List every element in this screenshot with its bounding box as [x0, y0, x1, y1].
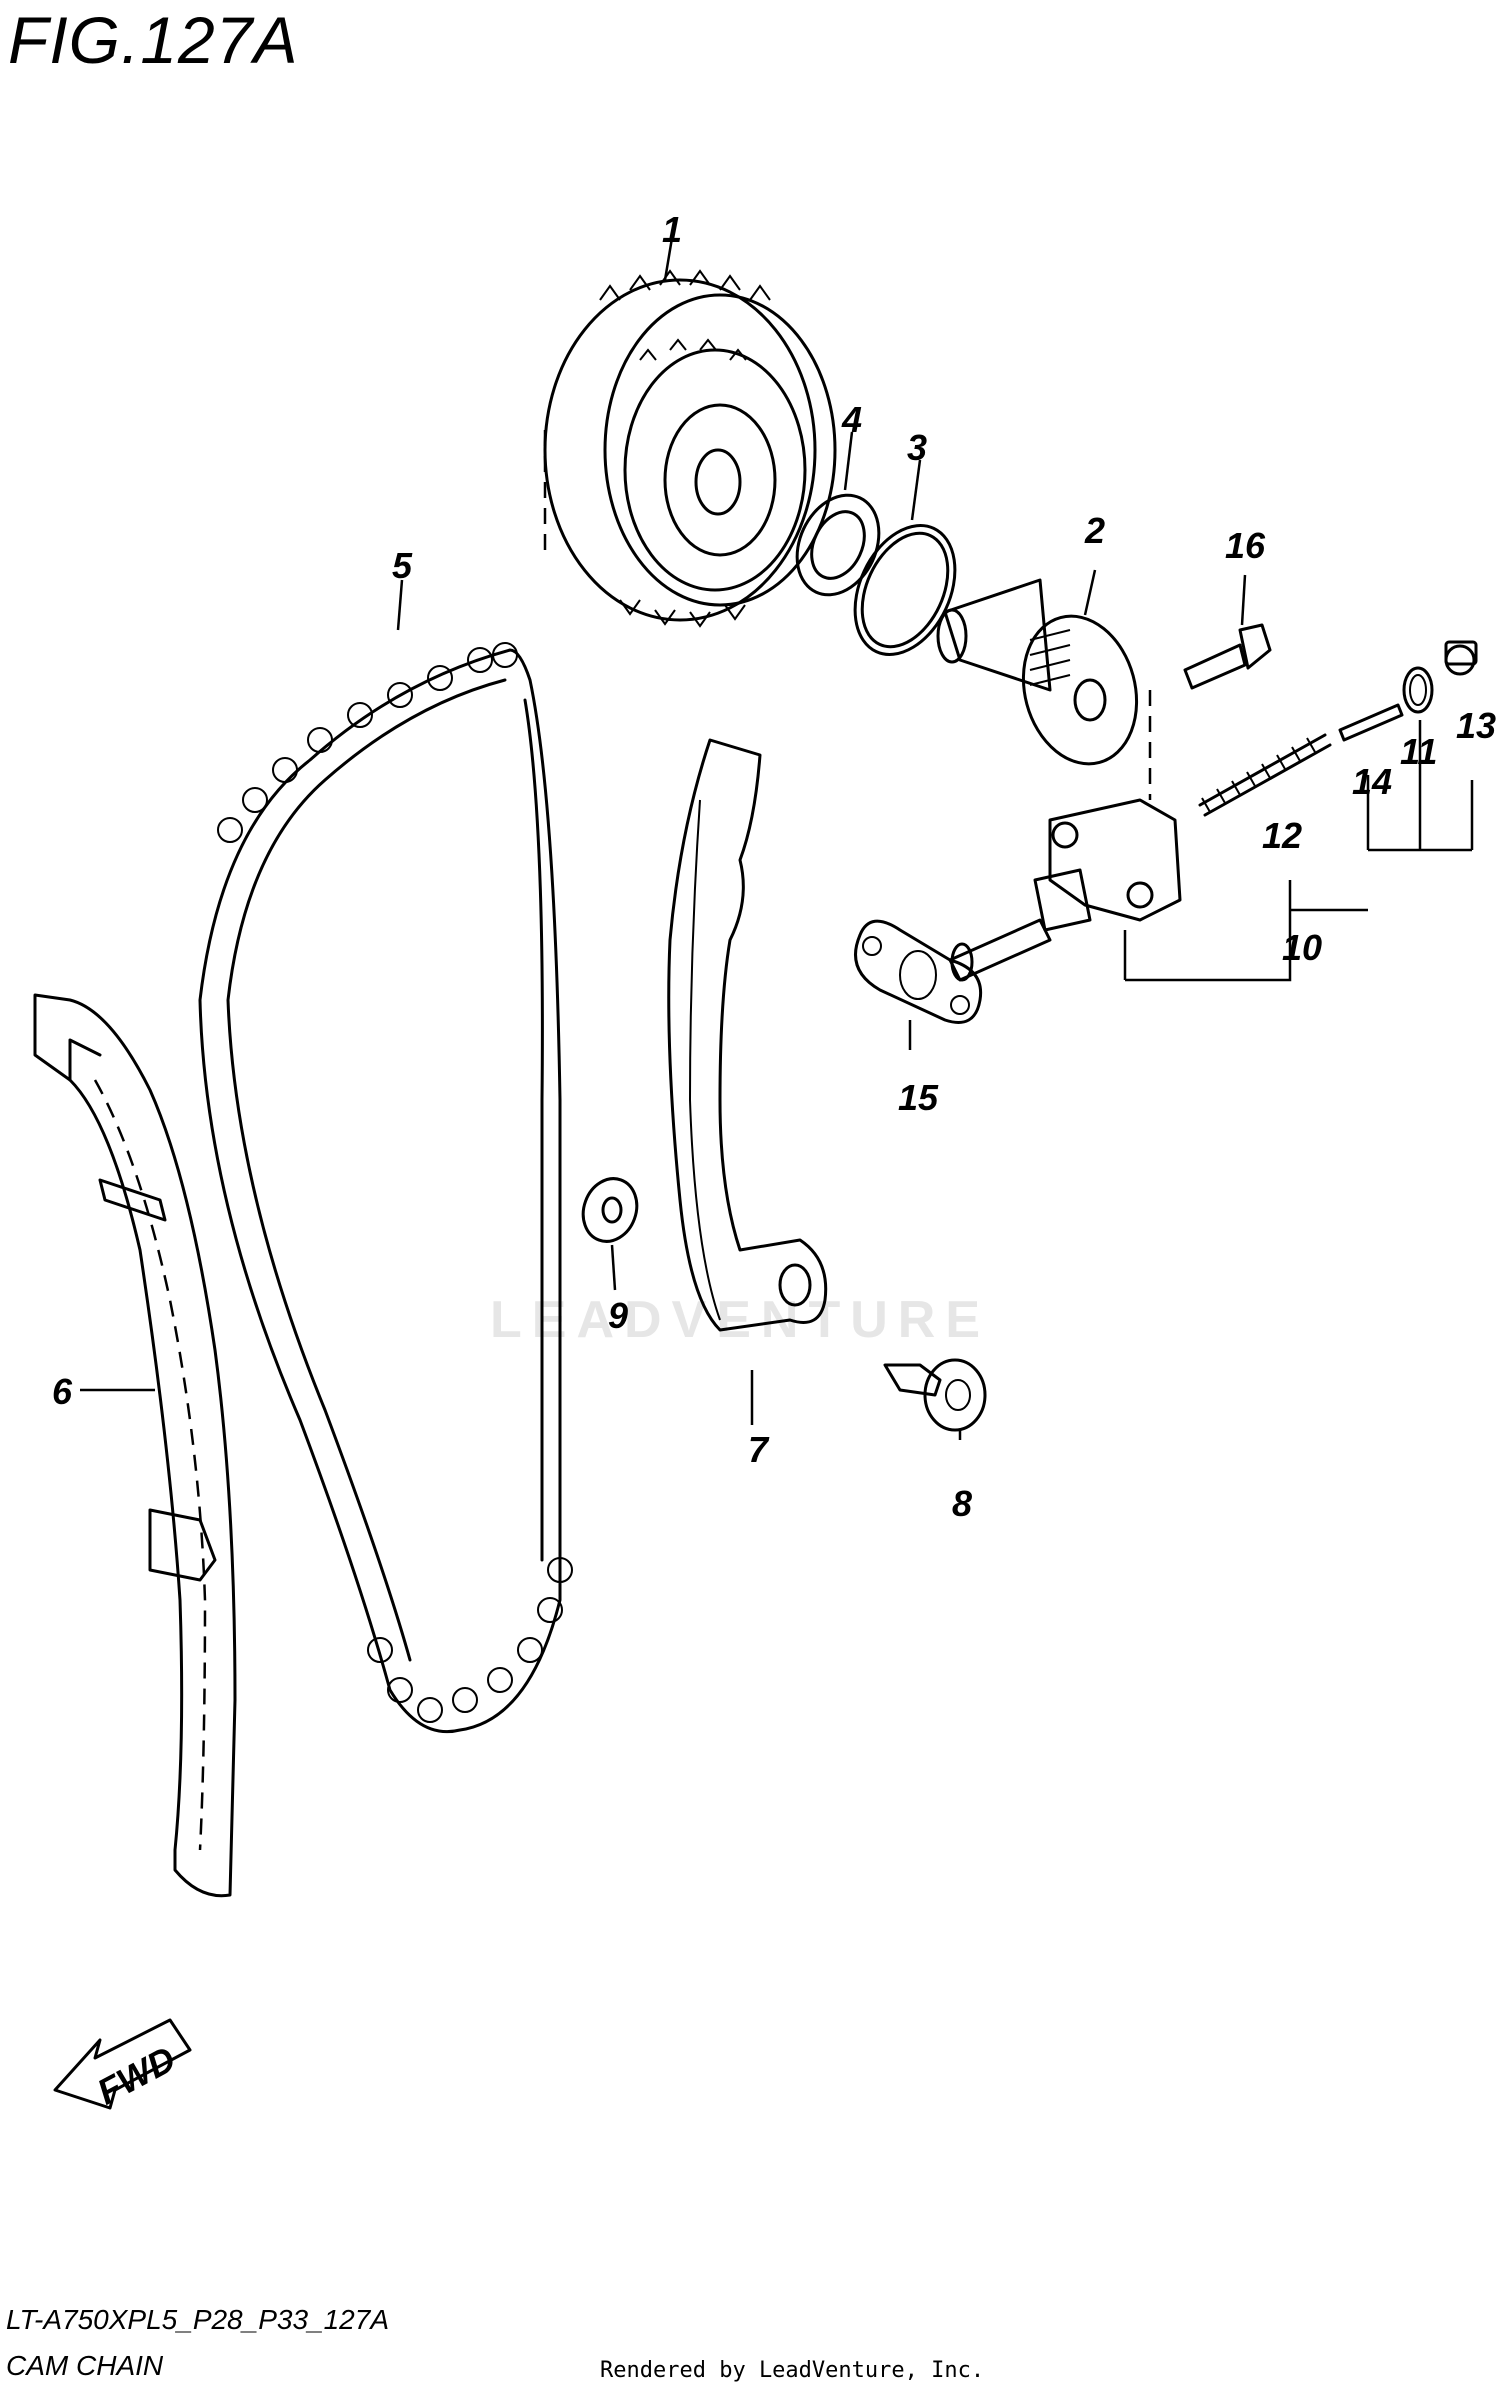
gasket-part-11: [1402, 666, 1434, 714]
model-code: LT-A750XPL5_P28_P33_127A: [6, 2304, 389, 2335]
fwd-arrow-icon: FWD: [53, 2018, 192, 2113]
callout-9: 9: [608, 1295, 628, 1336]
chain-guide-part-7: [667, 738, 828, 1332]
fwd-label: FWD: [90, 2038, 182, 2113]
callout-5: 5: [392, 545, 413, 586]
callout-14: 14: [1352, 761, 1392, 802]
shaft-part-2: [936, 578, 1139, 766]
callout-labels: 1 2 3 4 5 6 7 8 9 10 11 12 13 14 15 16: [52, 209, 1496, 1524]
figure-title: FIG.127A: [8, 3, 299, 77]
watermark: LEADVENTURE: [490, 1291, 991, 1349]
callout-10: 10: [1282, 927, 1322, 968]
tensioner-part-10: [948, 690, 1182, 982]
cam-gear-part-1: [543, 269, 837, 628]
callout-6: 6: [52, 1371, 73, 1412]
callout-1: 1: [662, 209, 682, 250]
callout-11: 11: [1400, 731, 1437, 772]
bolt-part-8: [883, 1358, 987, 1432]
diagram-subtitle: CAM CHAIN: [6, 2350, 164, 2381]
callout-4: 4: [841, 399, 862, 440]
spring-part-12: [1198, 733, 1332, 817]
callout-12: 12: [1262, 815, 1302, 856]
plug-part-13: [1444, 640, 1478, 676]
callout-2: 2: [1084, 510, 1105, 551]
callout-7: 7: [748, 1429, 770, 1470]
callout-16: 16: [1225, 525, 1266, 566]
callout-15: 15: [898, 1077, 939, 1118]
gasket-part-15: [854, 919, 983, 1024]
callout-3: 3: [907, 427, 927, 468]
rod-part-14: [1338, 703, 1404, 742]
leader-lines: [80, 237, 1474, 1440]
bolt-part-16: [1183, 623, 1272, 690]
o-ring-part-3: [853, 524, 957, 656]
chain-guide-part-6: [33, 993, 237, 1898]
washer-part-9: [581, 1177, 639, 1243]
callout-13: 13: [1456, 705, 1496, 746]
callout-8: 8: [952, 1483, 972, 1524]
cam-chain-part-5: [198, 642, 573, 1734]
render-credit: Rendered by LeadVenture, Inc.: [600, 2358, 985, 2383]
washer-part-4: [795, 493, 881, 597]
